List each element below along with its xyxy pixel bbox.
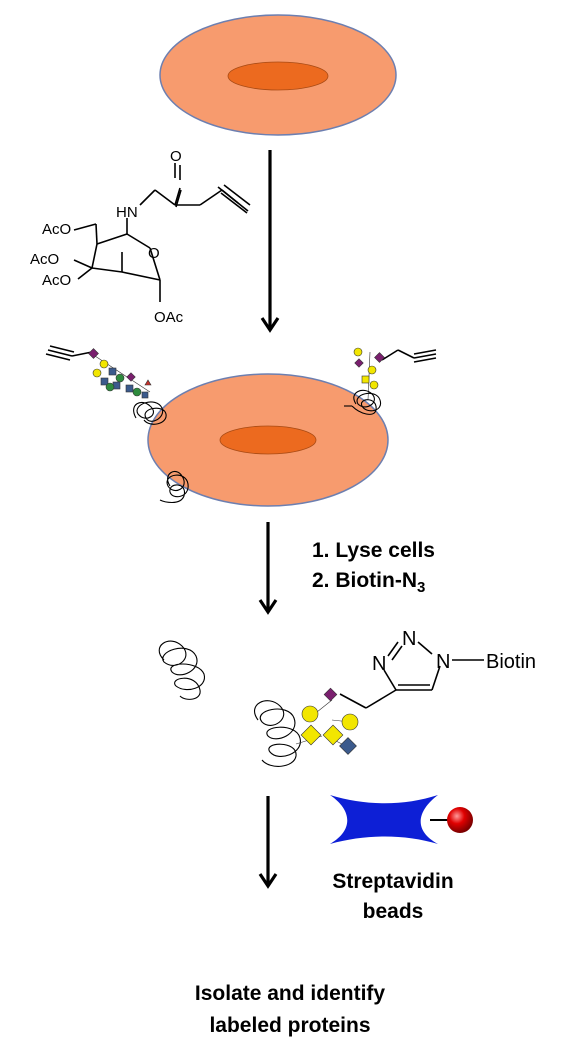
- acetoxy-label-6: AcO: [42, 221, 71, 238]
- glycan-yellow-circle: [92, 368, 102, 378]
- glycan-purple-diamond: [88, 348, 99, 359]
- carbonyl-oxygen-label: O: [170, 148, 182, 165]
- glycan-purple-diamond: [374, 352, 385, 363]
- arrow-enrichment: [258, 796, 278, 889]
- glycan-green-circle: [132, 387, 142, 397]
- step-biotin-azide: 2. Biotin-N3: [312, 569, 425, 596]
- triazole-n1: N: [436, 651, 450, 673]
- glycan-blue-square: [100, 377, 109, 386]
- glycan-purple-diamond: [323, 687, 338, 702]
- biotin-azide-label: 2. Biotin-N: [312, 569, 417, 592]
- triazole-n2: N: [402, 628, 416, 650]
- bead: [447, 807, 473, 833]
- anomeric-acetoxy-label: OAc: [154, 309, 184, 326]
- ring-oxygen-label: O: [148, 245, 160, 262]
- acetoxy-label-3: AcO: [42, 272, 71, 289]
- biotin-label: Biotin: [486, 651, 536, 673]
- arrow-lysis-click: [258, 522, 278, 615]
- unlabeled-cell: [159, 14, 397, 136]
- glycan-purple-diamond: [126, 372, 136, 382]
- arrow-metabolic-labeling: [260, 150, 280, 333]
- labeled-cell: [147, 373, 389, 507]
- protein-coil: [254, 700, 301, 767]
- protein-coil: [133, 401, 167, 425]
- protein-coil: [351, 389, 382, 415]
- streptavidin-bead-graphic: [330, 795, 473, 844]
- step-lyse-cells: 1. Lyse cells: [312, 539, 435, 562]
- triazole-n3: N: [372, 653, 386, 675]
- alkyne-mannosamine-structure: O HN AcO AcO AcO O OAc: [30, 148, 251, 326]
- glycan-yellow-square: [322, 724, 344, 746]
- triazole-ring: N N N Biotin: [372, 628, 536, 691]
- beads-label: beads: [363, 900, 424, 923]
- glycan-green-circle: [115, 373, 125, 383]
- glycan-yellow-circle: [99, 359, 109, 369]
- glycan-yellow-square: [361, 375, 370, 384]
- glycan-yellow-circle: [341, 713, 359, 731]
- glycan-blue-square: [141, 391, 149, 399]
- glycan-red-triangle: [144, 379, 152, 386]
- streptavidin-label: Streptavidin: [332, 870, 453, 893]
- glycan-yellow-circle: [301, 705, 319, 723]
- glycan-blue-square: [339, 737, 357, 755]
- glycan-blue-square: [108, 367, 117, 376]
- glycoprotein-right: [344, 347, 437, 415]
- glycoprotein-left: [45, 345, 167, 425]
- glycan-yellow-circle: [353, 347, 363, 357]
- amide-nh-label: HN: [116, 204, 138, 221]
- unlabeled-protein-on-cell: [159, 471, 189, 504]
- streptavidin-protein: [330, 795, 438, 844]
- acetoxy-label-4: AcO: [30, 251, 59, 268]
- glycan-green-circle: [105, 382, 115, 392]
- caption-line-2: labeled proteins: [209, 1014, 370, 1037]
- caption-line-1: Isolate and identify: [195, 982, 386, 1005]
- glycan-yellow-circle: [369, 380, 379, 390]
- glycan-yellow-circle: [367, 365, 377, 375]
- glycan-purple-diamond: [354, 358, 364, 368]
- biotin-azide-subscript: 3: [417, 579, 425, 596]
- cell-nucleus: [227, 61, 329, 91]
- glycan-yellow-square: [300, 724, 322, 746]
- biotinylated-glycoprotein: [254, 687, 397, 767]
- unlabeled-protein-free: [158, 640, 205, 700]
- cell-nucleus: [219, 425, 317, 455]
- glycan-blue-square: [125, 384, 134, 393]
